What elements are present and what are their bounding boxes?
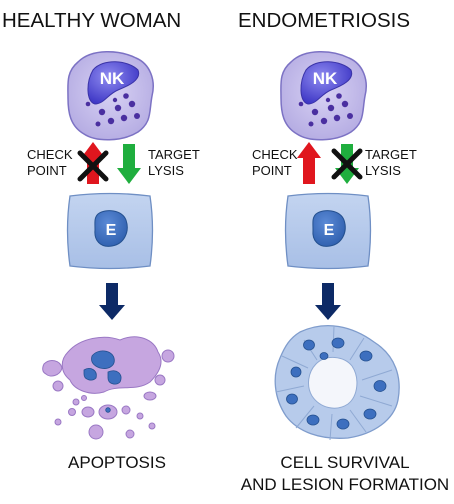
endometriosis-title: ENDOMETRIOSIS [238, 9, 410, 32]
endometriosis-nk-label: NK [313, 69, 338, 88]
endometriosis-lysis-label-1: TARGET [365, 147, 417, 162]
endometriosis-nk-cell: NK [280, 51, 367, 141]
endometriosis-checkpoint-label-1: CHECK [252, 147, 298, 162]
endometriosis-checkpoint-label-2: POINT [252, 163, 292, 178]
healthy-title: HEALTHY WOMAN [2, 9, 181, 32]
healthy-nk-cell: NK [67, 51, 154, 141]
endometriotic-lesion [274, 325, 400, 441]
lesion-cell-borders [275, 325, 393, 441]
healthy-endometrial-cell: E [66, 192, 154, 270]
endometriosis-lysis-block-cross [331, 148, 363, 180]
endometriosis-outcome-label-2: AND LESION FORMATION [241, 475, 449, 494]
healthy-endometrial-label: E [106, 222, 117, 239]
healthy-lysis-label-1: TARGET [148, 147, 200, 162]
endometriosis-outcome-label-1: CELL SURVIVAL [280, 453, 409, 472]
healthy-checkpoint-label-1: CHECK [27, 147, 73, 162]
endometriosis-nk-granules [298, 93, 353, 127]
healthy-outcome-arrow [99, 283, 125, 320]
healthy-nk-granules [85, 93, 140, 127]
healthy-lysis-arrow [117, 144, 141, 184]
endometriosis-endometrial-label: E [324, 222, 335, 239]
endometriosis-outcome-arrow [315, 283, 341, 320]
endometriosis-checkpoint-arrow [297, 142, 321, 184]
endometriosis-lysis-label-2: LYSIS [365, 163, 401, 178]
healthy-nk-label: NK [100, 69, 125, 88]
healthy-panel: HEALTHY WOMAN NK CHECK POINT [2, 9, 200, 472]
healthy-checkpoint-block-cross [77, 150, 109, 182]
healthy-outcome-label: APOPTOSIS [68, 453, 166, 472]
endometriosis-endometrial-cell: E [284, 192, 372, 270]
healthy-lysis-label-2: LYSIS [148, 163, 184, 178]
endometriosis-nk-nucleus [300, 61, 353, 105]
healthy-endometrial-nucleus [94, 210, 128, 247]
lesion-nuclei [286, 337, 387, 430]
healthy-checkpoint-label-2: POINT [27, 163, 67, 178]
endometriosis-endometrial-nucleus [312, 210, 346, 247]
lesion-lumen [308, 357, 358, 409]
endometriosis-panel: ENDOMETRIOSIS NK CHECK POINT [238, 9, 449, 494]
healthy-nk-nucleus [87, 61, 140, 105]
apoptotic-nuclear-fragments [83, 350, 122, 413]
